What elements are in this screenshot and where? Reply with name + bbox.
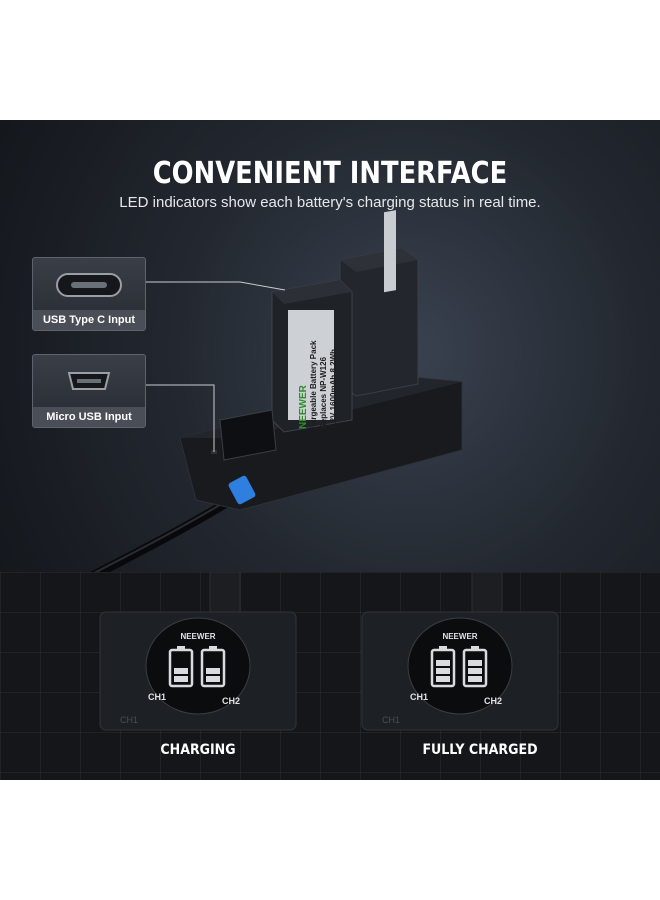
closeup-ch2-label: CH2 [222,696,241,706]
housing-ch1-label: CH1 [120,715,139,725]
micro-usb-callout: Micro USB Input [32,354,146,428]
battery-back [339,210,419,397]
battery-label [288,310,334,420]
usb-cable-highlight [78,493,239,580]
caption-fully-charged: FULLY CHARGED [422,742,538,758]
charger-closeup-full [361,572,559,731]
caption-charging: CHARGING [160,742,236,758]
page-title: CONVENIENT INTERFACE [152,156,508,191]
usb-type-c-port-icon [56,273,122,297]
battery-line-3: 7.2V 1600mAh 8.2Wh [329,348,338,429]
led-window [219,409,277,461]
ch1-battery-indicator [430,646,456,688]
battery-front-label-text: NEEWER hargeable Battery Pack Replaces N… [298,319,343,430]
micro-usb-port-icon [67,372,111,390]
usb-type-c-label: USB Type C Input [33,310,145,330]
battery-line-1: hargeable Battery Pack [309,340,318,430]
ch2-battery-indicator [200,646,226,688]
ch1-battery-indicator [168,646,194,688]
battery-line-2: Replaces NP-W126 [319,356,328,429]
micro-usb-leader-line [144,384,215,452]
closeup-brand: NEEWER [442,632,478,641]
micro-usb-label: Micro USB Input [33,407,145,427]
page-subtitle: LED indicators show each battery's charg… [119,194,541,211]
battery-front [271,279,353,433]
closeup-ch1-label: CH1 [148,692,167,702]
ch2-battery-indicator [462,646,488,688]
closeup-brand: NEEWER [180,632,216,641]
usb-type-c-callout: USB Type C Input [32,257,146,331]
type-c-leader-line [144,281,286,291]
closeup-ch1-label: CH1 [410,692,429,702]
charger-closeup-charging [99,572,297,731]
usb-cable [74,491,243,580]
feature-panel: CONVENIENT INTERFACE LED indicators show… [0,120,660,780]
charger-illustration [74,210,463,580]
battery-brand: NEEWER [298,385,309,429]
state-charging: NEEWER CH1 CH2 CH1 [98,572,298,772]
closeup-ch2-label: CH2 [484,696,503,706]
state-fully-charged: NEEWER CH1 CH2 CH1 [360,572,560,772]
housing-ch1-label: CH1 [382,715,401,725]
type-c-connector [228,475,256,505]
